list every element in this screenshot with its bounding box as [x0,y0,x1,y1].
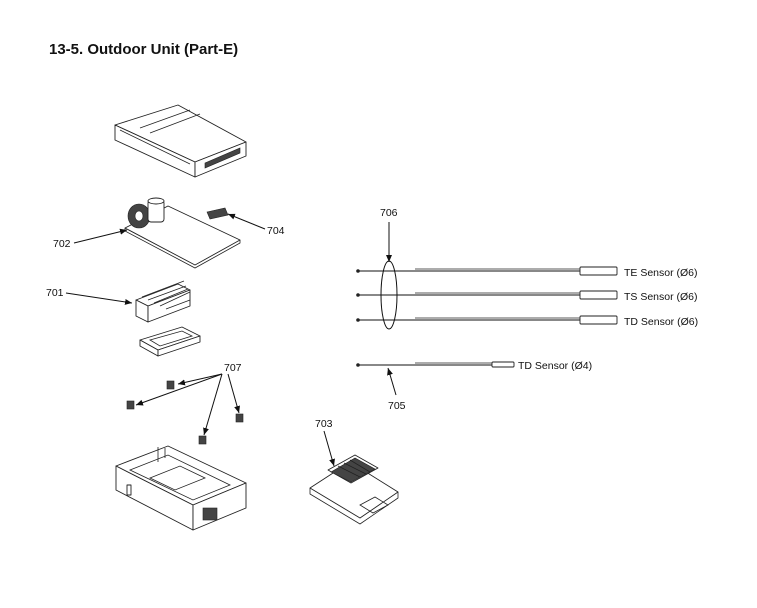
sensor-label-te: TE Sensor (Ø6) [624,267,698,279]
leader-704 [227,213,266,230]
leader-701 [65,292,133,305]
leader-702 [73,228,128,244]
terminal-block-part [309,454,399,525]
pcb-board-part [124,197,241,269]
label-707: 707 [224,362,242,374]
sensor-label-td-4: TD Sensor (Ø4) [518,360,592,372]
electrical-box-part [115,445,247,531]
leader-707-d [227,373,240,414]
sensor-td-4 [356,361,515,368]
bracket-tray-part [139,326,201,357]
sensor-te [356,266,618,276]
leader-703 [323,430,335,467]
heatsink-part [135,280,191,323]
page-title: 13-5. Outdoor Unit (Part-E) [49,41,239,58]
leader-707-a [177,373,223,386]
leader-707-c [203,373,223,436]
top-cover-part [114,104,247,178]
connector-clips-part [126,380,244,445]
label-701: 701 [46,287,64,299]
sensor-label-td-6: TD Sensor (Ø6) [624,316,698,328]
label-703: 703 [315,418,333,430]
label-706: 706 [380,207,398,219]
label-704: 704 [267,225,285,237]
sensor-ts [356,290,618,300]
leader-707-b [135,373,223,406]
label-702: 702 [53,238,71,250]
leader-705 [387,367,397,396]
label-705: 705 [388,400,406,412]
sensor-td-6 [356,315,618,325]
sensor-label-ts: TS Sensor (Ø6) [624,291,698,303]
